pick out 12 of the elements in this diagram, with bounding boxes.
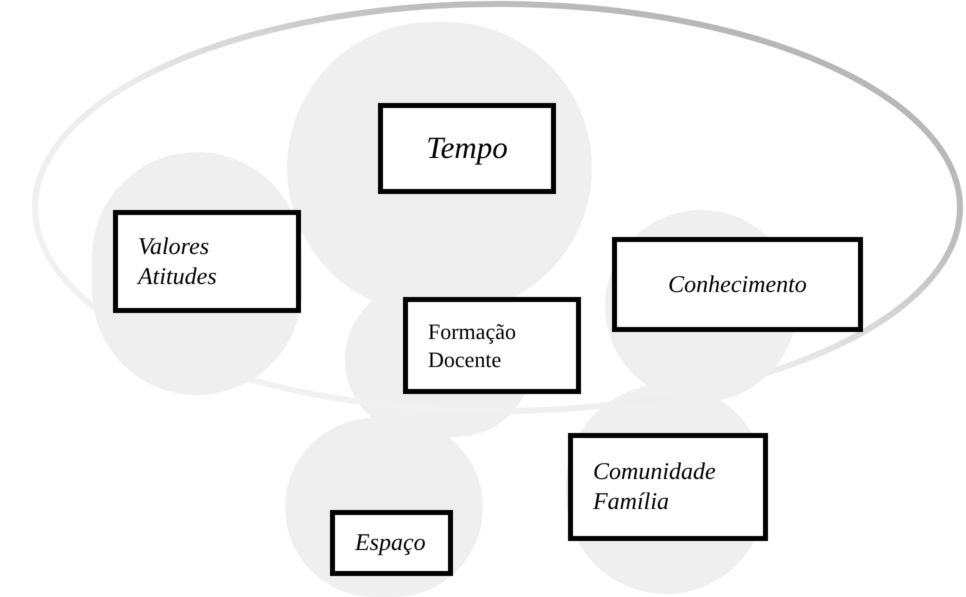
text-box — [330, 510, 453, 576]
box-label: Comunidade Família — [593, 458, 717, 517]
box-label: Tempo — [426, 129, 508, 168]
box-label: Conhecimento — [668, 270, 807, 300]
text-box — [403, 297, 581, 394]
box-label: Valores Atitudes — [138, 232, 218, 292]
box-label: Formação Docente — [428, 318, 517, 373]
text-box — [612, 237, 863, 332]
box-label: Espaço — [355, 529, 426, 558]
text-box — [113, 210, 301, 313]
text-box — [568, 433, 768, 541]
text-box — [378, 103, 556, 194]
